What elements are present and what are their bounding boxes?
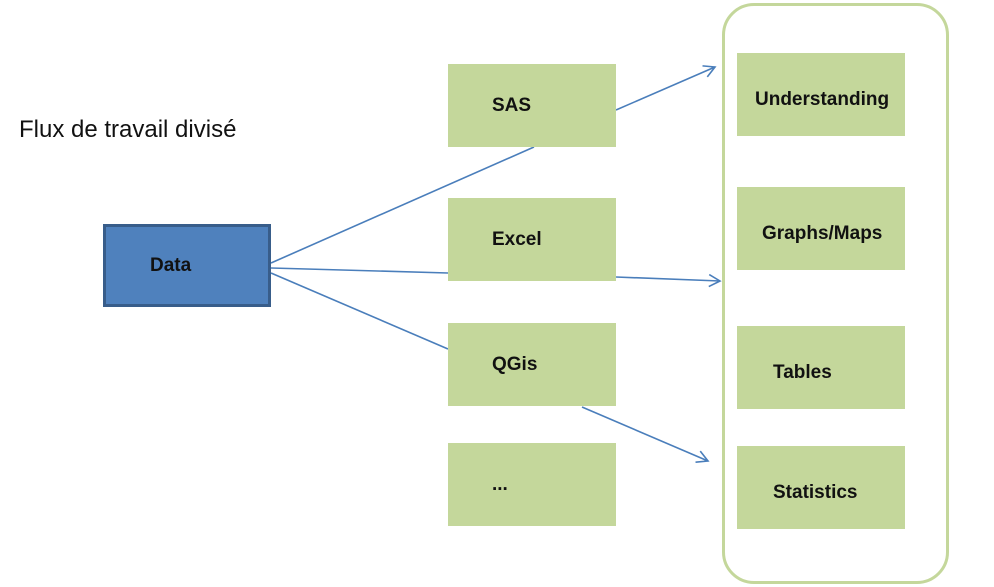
arrow-excel-graphs (615, 273, 722, 288)
output-box-label: Statistics (773, 481, 858, 503)
arrow-qgis-statistics (581, 406, 710, 463)
tool-box-more: ... (448, 443, 616, 526)
tool-box-label: Excel (492, 228, 542, 250)
output-box-label: Tables (773, 361, 832, 383)
tool-box-sas: SAS (448, 64, 616, 147)
tool-box-label: SAS (492, 94, 532, 116)
data-box: Data (103, 224, 271, 307)
connector-data-qgis (270, 272, 449, 350)
output-box-label: Understanding (755, 88, 890, 110)
tool-box-qgis: QGis (448, 323, 616, 406)
connector-data-sas (270, 146, 535, 264)
connector-data-excel (270, 267, 449, 274)
tool-box-excel: Excel (448, 198, 616, 281)
output-box-graphs-maps: Graphs/Maps (737, 187, 905, 270)
output-box-understanding: Understanding (737, 53, 905, 136)
tool-box-label: QGis (492, 353, 538, 375)
diagram-title: Flux de travail divisé (19, 116, 237, 143)
arrow-sas-understanding (615, 65, 717, 111)
data-box-label: Data (150, 254, 192, 276)
tool-box-label: ... (492, 473, 508, 495)
output-box-tables: Tables (737, 326, 905, 409)
output-box-label: Graphs/Maps (762, 222, 883, 244)
output-box-statistics: Statistics (737, 446, 905, 529)
outputs-panel (722, 3, 949, 584)
